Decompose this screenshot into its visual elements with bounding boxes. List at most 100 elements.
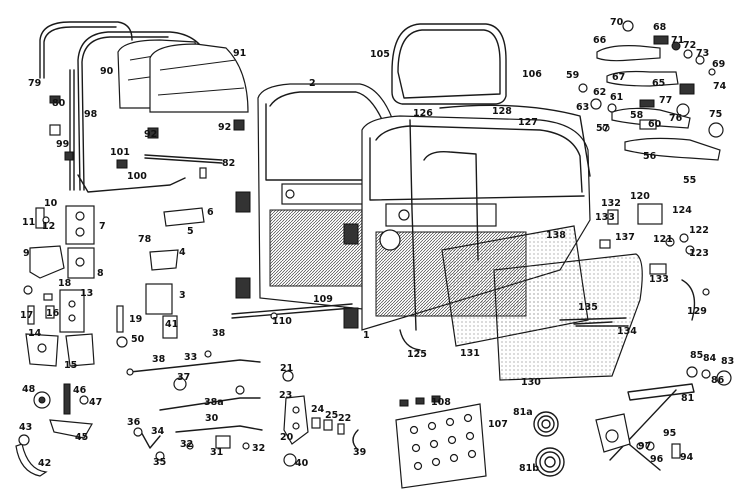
window-channel-98 <box>69 69 186 193</box>
pin-94 <box>671 443 681 459</box>
callout-c95: 95 <box>663 428 676 439</box>
door-handle-56 <box>624 137 721 161</box>
door-handle-58 <box>611 107 691 129</box>
callout-c65: 65 <box>652 78 665 89</box>
callout-c96: 96 <box>650 454 664 465</box>
callout-c22: 22 <box>338 413 351 424</box>
callout-c56: 56 <box>643 151 657 162</box>
window-run-126 <box>423 150 479 261</box>
callout-c120: 120 <box>630 191 650 202</box>
clip-39 <box>352 429 359 451</box>
callout-c81: 81 <box>681 393 694 404</box>
window-seal-79 <box>39 21 133 79</box>
callout-c121: 121 <box>653 234 673 245</box>
plate-3 <box>145 283 173 315</box>
screw-129 <box>702 288 710 296</box>
callout-c129: 129 <box>687 306 707 317</box>
callout-c35: 35 <box>153 457 166 468</box>
clip-24 <box>311 417 321 429</box>
screw-35 <box>155 451 165 461</box>
callout-c12: 12 <box>42 221 55 232</box>
clips-108 <box>399 395 441 407</box>
callout-c38b: 38 <box>152 354 166 365</box>
bracket-41 <box>162 315 178 339</box>
strip-129 <box>681 279 696 321</box>
lock-plate-7 <box>65 205 95 245</box>
callout-c127: 127 <box>518 117 538 128</box>
callout-c46: 46 <box>73 385 87 396</box>
handle-parts-small <box>578 20 724 138</box>
callout-c38a: 38 <box>212 328 226 339</box>
callout-c80: 80 <box>52 98 66 109</box>
callout-c133b: 133 <box>595 212 615 223</box>
callout-c66: 66 <box>593 35 607 46</box>
callout-c83: 83 <box>721 356 734 367</box>
lock-cylinder-48 <box>33 391 51 409</box>
handle-42 <box>15 434 48 477</box>
callout-c135: 135 <box>578 302 598 313</box>
window-glass-91 <box>149 43 249 113</box>
callout-c122: 122 <box>689 225 709 236</box>
callout-c1: 1 <box>363 330 370 341</box>
callout-c128: 128 <box>492 106 512 117</box>
callout-c98: 98 <box>84 109 98 120</box>
callout-c32b: 32 <box>252 443 265 454</box>
hinge-parts <box>23 207 55 325</box>
callout-c14: 14 <box>28 328 42 339</box>
callout-c106: 106 <box>522 69 542 80</box>
door-handle-66 <box>596 45 661 62</box>
callout-c33: 33 <box>184 352 197 363</box>
screw-110 <box>270 312 278 320</box>
rod-33 <box>126 350 261 376</box>
handle-45 <box>49 383 93 439</box>
callout-c81a: 81a <box>513 407 533 418</box>
callout-c18: 18 <box>58 278 72 289</box>
callout-c45: 45 <box>75 432 88 443</box>
spring-21 <box>282 370 294 382</box>
striker-15 <box>65 333 95 367</box>
door-seal-128 <box>439 104 591 177</box>
clip-101 <box>116 159 128 169</box>
callout-c55: 55 <box>683 175 696 186</box>
screw-32b <box>242 442 250 450</box>
strip-135 <box>573 321 613 325</box>
rod-30 <box>175 425 263 433</box>
callout-c6: 6 <box>207 207 214 218</box>
callout-c69: 69 <box>712 59 725 70</box>
callout-c79: 79 <box>28 78 41 89</box>
callout-c132: 132 <box>601 198 621 209</box>
door-handle-65 <box>606 70 679 87</box>
bushing-36 <box>133 427 143 437</box>
callout-c133: 133 <box>649 274 669 285</box>
callout-c19: 19 <box>129 314 142 325</box>
callout-c58: 58 <box>630 110 644 121</box>
callout-c60: 60 <box>648 119 662 130</box>
callout-c62: 62 <box>593 87 606 98</box>
escutcheon-123 <box>685 245 695 255</box>
lock-13 <box>59 289 85 333</box>
window-run-strip <box>409 119 417 331</box>
bracket-92a <box>147 127 159 139</box>
callout-c109: 109 <box>313 294 333 305</box>
callout-c110: 110 <box>272 316 292 327</box>
clip-25 <box>323 419 333 431</box>
callout-c43: 43 <box>19 422 32 433</box>
callout-c8: 8 <box>97 268 104 279</box>
callout-c126: 126 <box>413 108 433 119</box>
callout-c57: 57 <box>596 123 609 134</box>
callout-c99: 99 <box>56 139 69 150</box>
callout-c17: 17 <box>20 310 33 321</box>
callout-c77: 77 <box>659 95 672 106</box>
callout-c92b: 92 <box>218 122 231 133</box>
callout-c5: 5 <box>187 226 194 237</box>
callout-c32a: 32 <box>180 439 193 450</box>
knob-40 <box>283 453 297 467</box>
callout-c74: 74 <box>713 81 727 92</box>
callout-c40: 40 <box>295 458 309 469</box>
door-seal-105 <box>391 23 507 105</box>
washer-122 <box>679 233 689 243</box>
callout-c75: 75 <box>709 109 722 120</box>
callout-c47: 47 <box>89 397 102 408</box>
callout-c63: 63 <box>576 102 589 113</box>
